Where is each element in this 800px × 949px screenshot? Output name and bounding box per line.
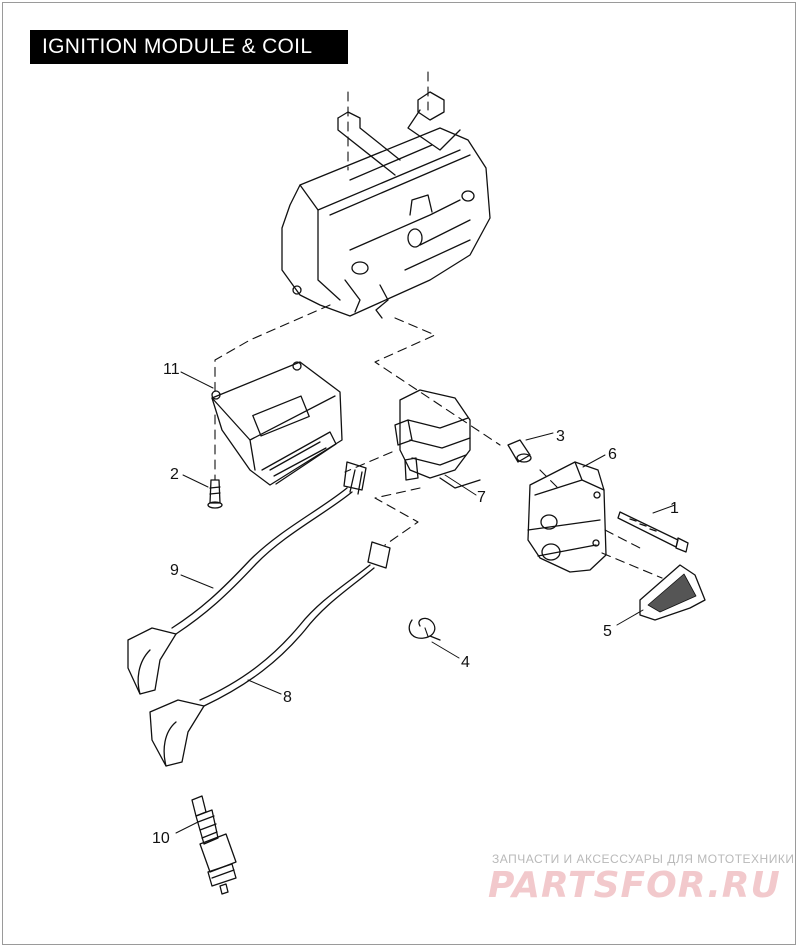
module-bracket-housing: [281, 91, 491, 319]
trim-cover-part-5: [639, 564, 706, 621]
callout-leaders: [175, 371, 676, 834]
spark-plug-part-10: [191, 795, 237, 895]
callout-labels: 1 2 3 4 5 6 7 8 9 10 11: [152, 361, 679, 847]
callout-7: 7: [477, 489, 486, 506]
spark-plug-wire-part-9: [127, 461, 367, 695]
clip-part-4: [408, 617, 441, 641]
callout-10: 10: [152, 830, 170, 847]
callout-8: 8: [283, 689, 292, 706]
watermark-logo: PARTSFOR.RU: [488, 865, 781, 906]
callout-11: 11: [163, 361, 180, 378]
spark-plug-wire-part-8: [149, 541, 391, 767]
watermark-subtitle: ЗАПЧАСТИ И АКСЕССУАРЫ ДЛЯ МОТОТЕХНИКИ: [492, 852, 795, 866]
callout-6: 6: [608, 446, 617, 463]
bolt-part-1: [617, 511, 689, 553]
callout-1: 1: [670, 500, 679, 517]
callout-2: 2: [170, 466, 179, 483]
ignition-module-part-11: [211, 361, 343, 486]
callout-5: 5: [603, 623, 612, 640]
screw-part-2: [207, 479, 223, 509]
ignition-coil-part-7: [394, 389, 481, 489]
callout-9: 9: [170, 562, 179, 579]
spacer-part-3: [507, 439, 532, 463]
callout-4: 4: [461, 654, 470, 671]
dashed-assembly-lines: [214, 71, 663, 643]
diagram-title: IGNITION MODULE & COIL: [30, 30, 348, 64]
coil-cover-part-6: [527, 461, 607, 573]
callout-3: 3: [556, 428, 565, 445]
